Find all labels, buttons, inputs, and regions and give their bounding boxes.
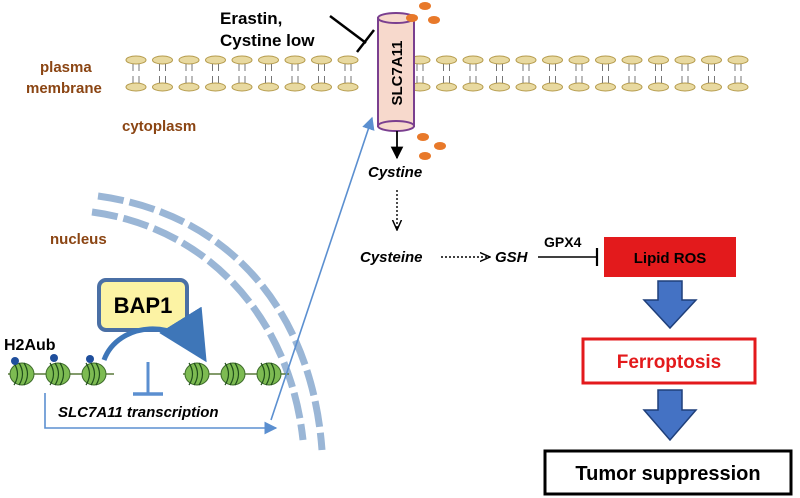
- lipid-head: [462, 55, 484, 65]
- lipid-head: [258, 55, 279, 65]
- lipid-head: [178, 82, 200, 92]
- lipid-head: [701, 82, 722, 92]
- cysteine-label: Cysteine: [360, 249, 423, 266]
- block-arrow-1: [642, 280, 698, 330]
- lipid-head: [205, 55, 226, 65]
- cystine-label: Cystine: [368, 164, 422, 181]
- slc7a11-transporter: SLC7A11: [377, 12, 415, 132]
- dna-wrap: [270, 362, 276, 386]
- ubiquitinated-chromatin: [8, 362, 114, 386]
- lipid-head: [648, 82, 669, 92]
- transcription-arrow: [44, 393, 278, 435]
- dna-wrap: [49, 362, 55, 386]
- gpx4-inhibition: [538, 248, 599, 266]
- transcription-label: SLC7A11 transcription: [58, 404, 219, 421]
- tumor-suppression-box: [543, 449, 793, 496]
- nuclear-envelope: [91, 192, 326, 451]
- lipid-head: [542, 82, 563, 92]
- deubiquitination-arrow: [101, 306, 207, 363]
- deubiquitinated-chromatin: [183, 362, 289, 386]
- lipid-head: [231, 82, 253, 92]
- inhibitor-label-line2: Cystine low: [220, 31, 315, 50]
- dna-wrap: [188, 362, 194, 386]
- transcription-inhibition: [133, 362, 163, 396]
- lipid-head: [152, 55, 173, 65]
- dna-wrap: [18, 362, 24, 386]
- lipid-head: [727, 55, 749, 65]
- bap1-label: BAP1: [114, 293, 173, 318]
- transporter-label: SLC7A11: [389, 40, 406, 105]
- dna-wrap: [224, 362, 230, 386]
- lipid-head: [462, 82, 484, 92]
- plasma-label-line2: membrane: [26, 80, 102, 97]
- inhibitor-label-line1: Erastin,: [220, 9, 282, 28]
- lipid-ros-label: Lipid ROS: [634, 250, 707, 267]
- ubiquitin-marks: [11, 354, 94, 365]
- inhibition-bar: [329, 15, 375, 53]
- lipid-head: [436, 82, 457, 92]
- lipid-head: [595, 82, 616, 92]
- lipid-head: [515, 55, 537, 65]
- dna-wrap: [198, 362, 204, 386]
- dna-wrap: [54, 362, 60, 386]
- gpx4-label: GPX4: [544, 234, 582, 250]
- dna-wrap: [234, 362, 240, 386]
- tumor-suppression-label: Tumor suppression: [575, 463, 760, 485]
- lipid-head: [489, 55, 510, 65]
- plasma-membrane-bilayer: [125, 55, 749, 92]
- dna-wrap: [260, 362, 266, 386]
- lipid-head: [621, 55, 643, 65]
- ferroptosis-label: Ferroptosis: [617, 352, 722, 373]
- cytoplasm-label: cytoplasm: [122, 118, 196, 135]
- h2aub-label: H2Aub: [4, 337, 56, 354]
- lipid-head: [258, 82, 279, 92]
- lipid-head: [311, 55, 332, 65]
- lipid-head: [337, 82, 359, 92]
- lipid-head: [152, 82, 173, 92]
- lipid-head: [284, 55, 306, 65]
- plasma-label-line1: plasma: [40, 59, 92, 76]
- dna-wrap: [193, 362, 199, 386]
- cystine-molecules-outside: [406, 2, 440, 24]
- lipid-head: [125, 82, 147, 92]
- lipid-head: [205, 82, 226, 92]
- dna-wrap: [90, 362, 96, 386]
- expression-arrow: [270, 116, 375, 421]
- nucleus-label: nucleus: [50, 231, 107, 248]
- lipid-head: [311, 82, 332, 92]
- lipid-head: [489, 82, 510, 92]
- dna-wrap: [265, 362, 271, 386]
- ferroptosis-box: [581, 337, 757, 385]
- dna-wrap: [95, 362, 101, 386]
- dna-wrap: [85, 362, 91, 386]
- lipid-head: [595, 55, 616, 65]
- lipid-head: [436, 55, 457, 65]
- block-arrow-2: [642, 389, 698, 442]
- dna-wrap: [229, 362, 235, 386]
- lipid-head: [284, 82, 306, 92]
- lipid-head: [568, 82, 590, 92]
- lipid-head: [648, 55, 669, 65]
- lipid-head: [568, 55, 590, 65]
- lipid-head: [621, 82, 643, 92]
- lipid-head: [727, 82, 749, 92]
- dna-wrap: [23, 362, 29, 386]
- dna-wrap: [59, 362, 65, 386]
- lipid-head: [337, 55, 359, 65]
- lipid-head: [178, 55, 200, 65]
- lipid-head: [674, 55, 696, 65]
- lipid-head: [674, 82, 696, 92]
- lipid-head: [231, 55, 253, 65]
- lipid-head: [701, 55, 722, 65]
- lipid-ros-box: [604, 237, 736, 277]
- cystine-molecules-inside: [417, 133, 446, 160]
- lipid-head: [542, 55, 563, 65]
- lipid-head: [125, 55, 147, 65]
- lipid-head: [515, 82, 537, 92]
- gsh-label: GSH: [495, 249, 529, 266]
